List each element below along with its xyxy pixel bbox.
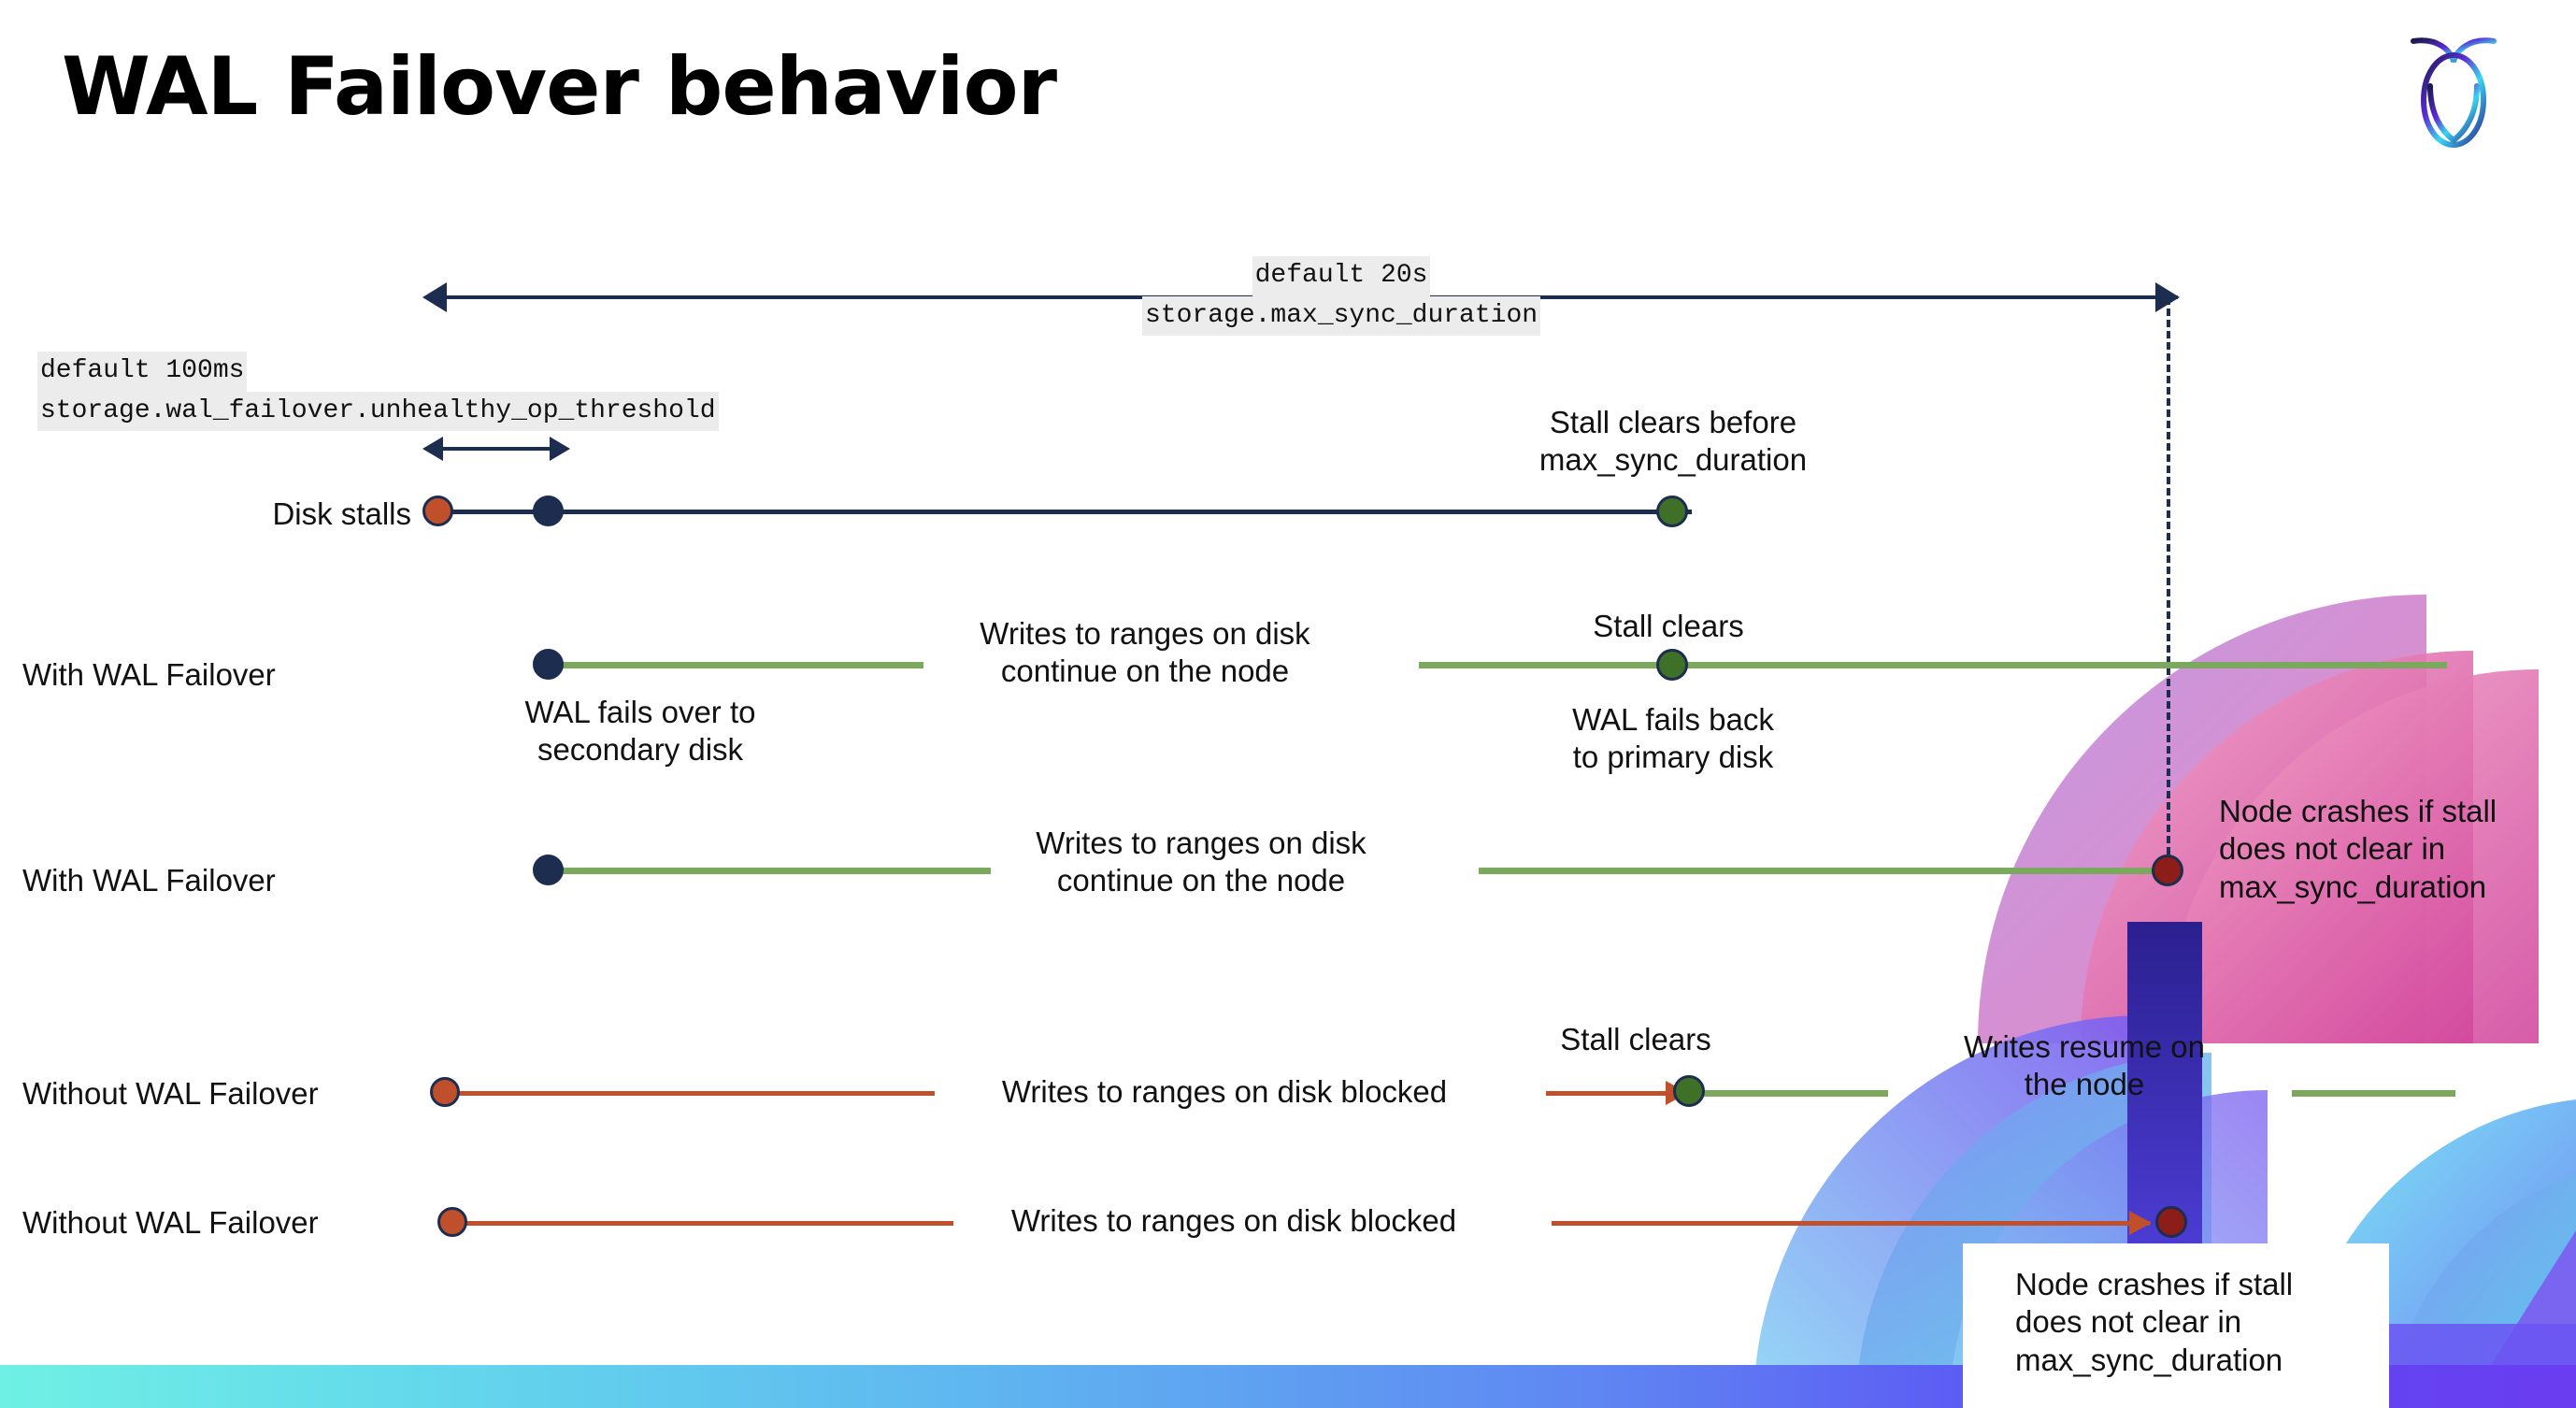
unhealthy-threshold-right-arrowhead [550, 437, 570, 461]
max-sync-setting-name: storage.max_sync_duration [1142, 295, 1541, 337]
max-sync-span-left-arrowhead [422, 282, 447, 312]
node-crashes-callout-box [1963, 1243, 2389, 1408]
without-wal-failover-recovers-resume-segment [1703, 1090, 1888, 1097]
note-writes-blocked-recovers: Writes to ranges on disk blocked [1001, 1074, 1448, 1109]
unhealthy-op-threshold-annotation: default 100ms storage.wal_failover.unhea… [37, 352, 719, 432]
with-wal-failover-recovers-segment-1 [542, 662, 923, 668]
note-writes-blocked-crashes: Writes to ranges on disk blocked [1010, 1203, 1457, 1238]
disk-stalls-stall-start-dot [422, 496, 453, 526]
note-writes-continue-crashes: Writes to ranges on disk continue on the… [1036, 826, 1367, 898]
disk-stalls-threshold-dot [533, 496, 564, 526]
unhealthy-threshold-left-arrowhead [422, 437, 443, 461]
without-wal-failover-recovers-stall-cleared-dot [1673, 1075, 1705, 1107]
with-wal-failover-recovers-failover-dot [533, 649, 564, 680]
without-wal-failover-recovers-blocked-segment-2 [1546, 1091, 1686, 1096]
page-title: WAL Failover behavior [62, 40, 1057, 134]
note-node-crashes-without-failover: Node crashes if stall does not clear in … [2015, 1267, 2294, 1377]
unhealthy-threshold-span-line [439, 447, 551, 451]
with-wal-failover-crashes-segment-2 [1479, 868, 2170, 874]
note-stall-clears-without-failover: Stall clears [1560, 1022, 1711, 1056]
note-node-crashes-with-failover: Node crashes if stall does not clear in … [2219, 794, 2497, 904]
without-wal-failover-recovers-blocked-segment-1 [449, 1091, 935, 1096]
without-wal-failover-recovers-resume-segment-2 [2292, 1090, 2455, 1097]
with-wal-failover-recovers-stall-cleared-dot [1656, 649, 1688, 681]
cockroachdb-logo-icon [2411, 37, 2497, 148]
timeline-label-with-wal-failover-crashes: With WAL Failover [22, 863, 276, 898]
without-wal-failover-crashes-blocked-segment-1 [458, 1221, 953, 1226]
with-wal-failover-crashes-segment-1 [542, 868, 991, 874]
note-stall-clears-before-max-sync: Stall clears before max_sync_duration [1538, 405, 1808, 478]
note-writes-continue-recovers: Writes to ranges on disk continue on the… [980, 616, 1310, 689]
timeline-label-without-wal-failover-crashes: Without WAL Failover [22, 1205, 319, 1240]
note-wal-fails-over-to-secondary: WAL fails over to secondary disk [524, 695, 756, 768]
max-sync-duration-annotation: default 20s storage.max_sync_duration [1142, 256, 1541, 337]
with-wal-failover-crashes-node-crash-dot [2152, 855, 2183, 886]
without-wal-failover-crashes-stall-start-dot [437, 1207, 467, 1237]
note-wal-fails-back-to-primary: WAL fails back to primary disk [1572, 702, 1774, 775]
max-sync-default-value: default 20s [1252, 256, 1431, 296]
with-wal-failover-crashes-failover-dot [533, 855, 564, 885]
note-stall-clears-recovers: Stall clears [1593, 609, 1744, 643]
without-wal-failover-crashes-blocked-segment-2 [1552, 1221, 2150, 1226]
timeline-label-without-wal-failover-recovers: Without WAL Failover [22, 1076, 319, 1111]
note-writes-resume-on-node: Writes resume on the node [1964, 1029, 2205, 1102]
unhealthy-threshold-default-value: default 100ms [37, 352, 248, 392]
timeline-label-disk-stalls: Disk stalls [272, 496, 411, 531]
max-sync-duration-deadline-dashed-line [2167, 297, 2170, 877]
timeline-label-with-wal-failover-recovers: With WAL Failover [22, 657, 276, 692]
without-wal-failover-recovers-stall-start-dot [430, 1077, 460, 1107]
disk-stalls-stall-cleared-dot [1656, 496, 1688, 527]
disk-stalls-timeline-line [439, 510, 1692, 514]
with-wal-failover-recovers-segment-2 [1419, 662, 2447, 668]
without-wal-failover-crashes-node-crash-dot [2155, 1206, 2187, 1238]
without-wal-failover-crashes-arrowhead [2129, 1211, 2152, 1235]
unhealthy-threshold-setting-name: storage.wal_failover.unhealthy_op_thresh… [37, 391, 719, 432]
